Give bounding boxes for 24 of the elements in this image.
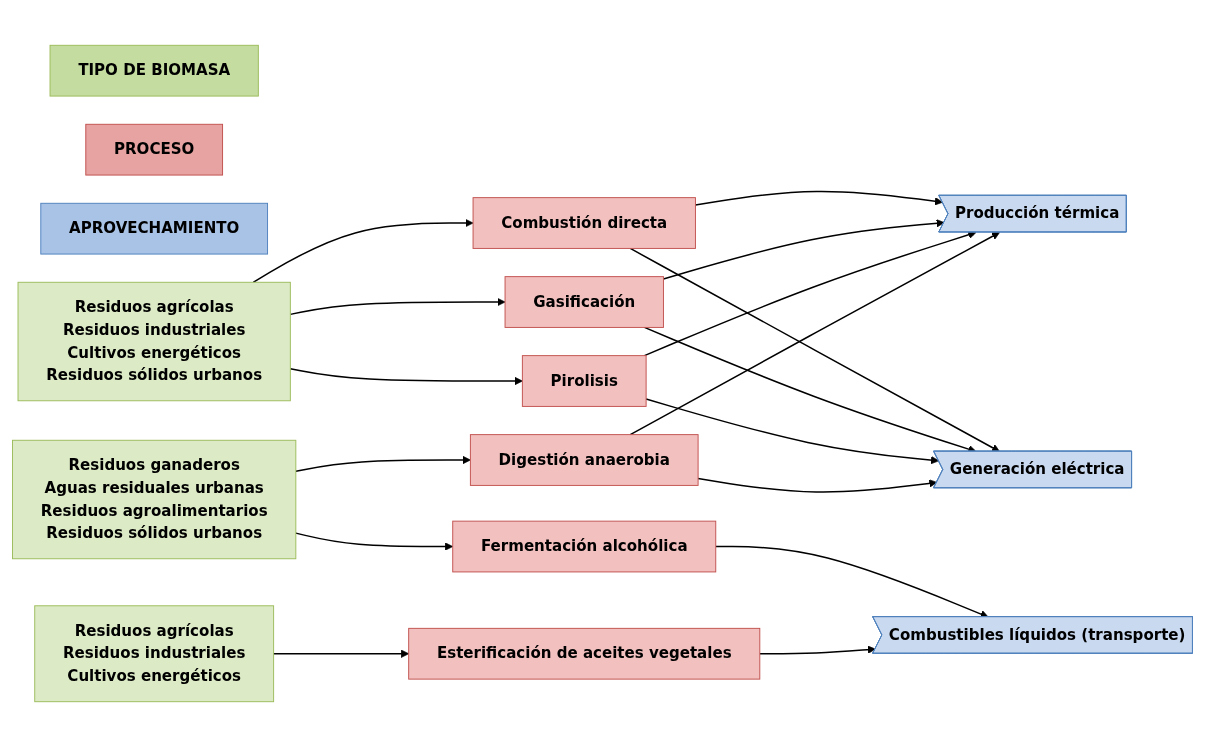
arrow — [645, 398, 940, 465]
arrow — [643, 230, 977, 357]
node-box: Residuos agrícolas Residuos industriales Cultivos energéticos Residuos sólidos urbanos — [17, 281, 291, 402]
arrow — [662, 219, 945, 280]
node-box: Residuos agrícolas Residuos industriales Cultivos energéticos — [34, 605, 275, 703]
arrow — [252, 218, 474, 284]
node-box: Fermentación alcohólica — [452, 520, 717, 573]
node-box: Residuos ganaderos Aguas residuales urbanas Residuos agroalimentarios Residuos sólidos urbanos — [12, 439, 297, 560]
node-box: Combustión directa — [472, 197, 696, 249]
arrow — [759, 645, 876, 655]
arrow — [697, 477, 938, 493]
node-box: Pirolisis — [521, 355, 647, 407]
arrow — [272, 649, 410, 658]
node-box: APROVECHAMIENTO — [40, 202, 269, 255]
arrow — [289, 367, 523, 386]
node-box: PROCESO — [85, 123, 224, 176]
node-box: TIPO DE BIOMASA — [49, 44, 259, 97]
arrow — [295, 455, 471, 472]
node-box: Gasificación — [504, 276, 664, 328]
arrow — [295, 532, 454, 551]
node-box: Digestión anaerobia — [469, 434, 699, 486]
arrow — [694, 190, 943, 206]
arrow — [289, 297, 506, 316]
node-box: Esterificación de aceites vegetales — [408, 627, 761, 680]
